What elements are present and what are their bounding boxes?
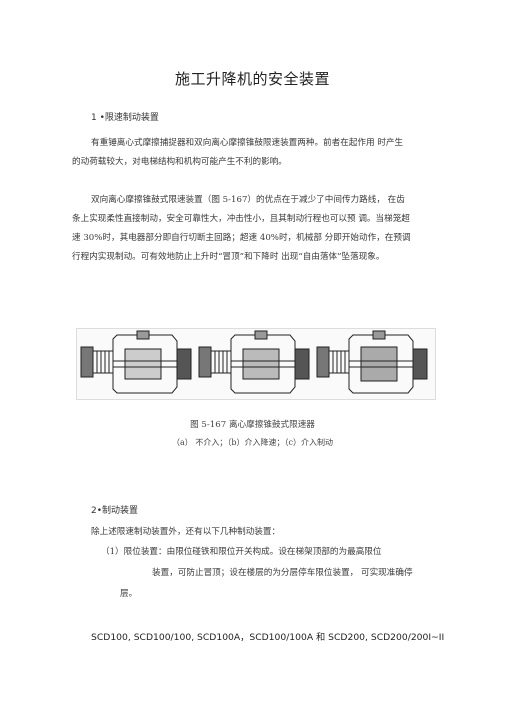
limiter-drawing-a: [80, 330, 192, 394]
para1-line2: 的动荷载较大，对电梯结构和机构可能产生不利的影响。: [72, 157, 287, 167]
para2-line2: 条上实现柔性直接制动，安全可靠性大，冲击性小，且其制动行程也可以预 调。当梯笼超: [72, 214, 410, 224]
para2-line3: 速 30%时，其电器部分即自行切断主回路；超速 40%时，机械部 分即开始动作，…: [72, 233, 411, 243]
section2-intro: 除上述限速制动装置外，还有以下几种制动装置：: [91, 527, 281, 537]
speed-limiter-drawings: [80, 330, 428, 394]
para2-line1: 双向离心摩擦锥鼓式限速装置（图 5-167）的优点在于减少了中间传力路线， 在齿: [91, 195, 405, 205]
item1-line1: （1）限位装置：由限位碰铁和限位开关构成。设在梯架顶部的为最高限位: [101, 547, 382, 557]
page-title: 施工升降机的安全装置: [174, 70, 330, 88]
para1-line1: 有重锤离心式摩擦捕捉器和双向离心摩擦锥鼓限速装置两种。前者在起作用 时产生: [91, 138, 404, 148]
para2-line4: 行程内实现制动。可有效地防止上升时“冒顶”和下降时 出现“自由落体”坠落现象。: [72, 252, 385, 262]
section2-heading: 2•制动装置: [91, 506, 139, 516]
section1-heading: 1 •限速制动装置: [91, 113, 159, 123]
figure-subcaption: （a） 不介入；（b）介入降速；（c）介入制动: [172, 438, 333, 447]
limiter-drawing-b: [198, 330, 310, 394]
limiter-drawing-c: [316, 330, 428, 394]
item1-line3: 层。: [120, 589, 138, 599]
figure-caption: 图 5-167 离心摩擦锥鼓式限速器: [190, 420, 315, 430]
item1-line2: 装置，可防止冒顶；设在楼层的为分层停车限位装置， 可实现准确停: [152, 568, 413, 578]
speed-limiter-figure: [76, 328, 436, 400]
model-list-line: SCD100, SCD100/100, SCD100A，SCD100/100A …: [91, 632, 445, 643]
